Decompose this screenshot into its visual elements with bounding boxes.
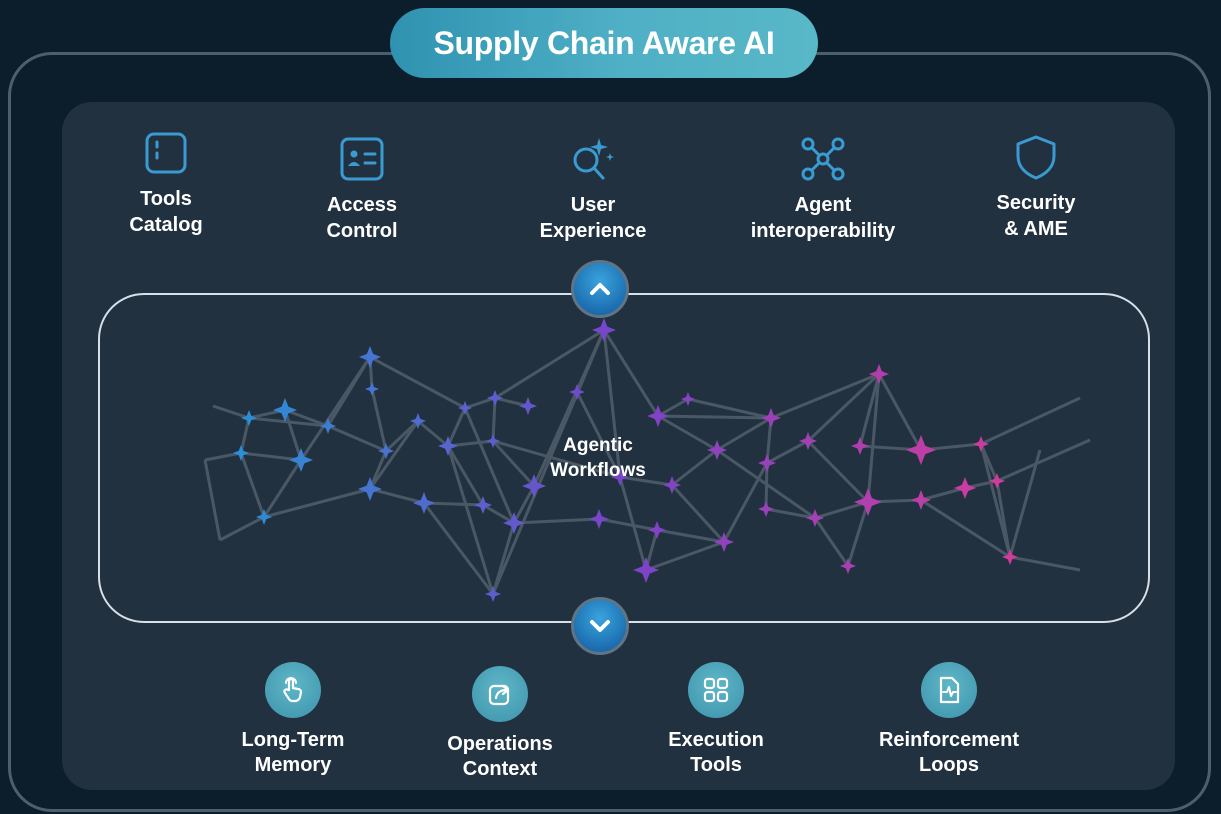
expand-down-button[interactable] — [571, 597, 629, 655]
center-label-line1: Agentic — [563, 435, 633, 456]
share-icon — [488, 684, 510, 706]
capability-label-line1: Execution — [668, 729, 764, 751]
capability-label-line2: Memory — [254, 754, 332, 776]
capability-label-line1: Security — [996, 192, 1076, 214]
capability-user-experience: User Experience — [503, 136, 683, 244]
title-banner: Supply Chain Aware AI — [390, 8, 818, 78]
capability-label-line1: Access — [326, 194, 398, 216]
touch-hand-icon — [283, 677, 303, 703]
capability-label-line2: Loops — [919, 754, 979, 776]
capability-long-term-memory: Long-Term Memory — [203, 662, 383, 778]
capability-label-line2: Control — [326, 220, 398, 242]
capability-agent-interoperability: Agent interoperability — [733, 136, 913, 244]
catalog-icon — [145, 132, 187, 174]
capability-label-line1: Tools — [140, 188, 192, 210]
capability-operations-context: Operations Context — [410, 666, 590, 782]
grid-apps-icon — [703, 677, 729, 703]
touch-hand-icon-badge — [265, 662, 321, 718]
capability-label-line1: User — [570, 194, 616, 216]
capability-label-line1: Long-Term — [241, 729, 345, 751]
center-label-line2: Workflows — [550, 460, 646, 481]
capability-label-line2: Tools — [690, 754, 742, 776]
capability-access-control: Access Control — [272, 136, 452, 244]
capability-label-line2: Context — [462, 758, 538, 780]
pulse-document-icon — [939, 676, 960, 704]
shield-icon — [1016, 135, 1056, 180]
capability-tools-catalog: Tools Catalog — [76, 130, 256, 238]
capability-label-line2: interoperability — [750, 220, 896, 242]
network-nodes-icon — [801, 137, 845, 181]
sparkle-search-icon — [573, 138, 614, 180]
title-text: Supply Chain Aware AI — [433, 24, 775, 61]
capability-label-line1: Reinforcement — [878, 729, 1020, 751]
chevron-down-icon — [590, 620, 610, 632]
capability-reinforcement-loops: Reinforcement Loops — [859, 662, 1039, 778]
capability-label-line1: Agent — [794, 194, 852, 216]
grid-apps-icon-badge — [688, 662, 744, 718]
capability-label-line2: Catalog — [129, 214, 203, 236]
pulse-document-icon-badge — [921, 662, 977, 718]
expand-up-button[interactable] — [571, 260, 629, 318]
capability-security-ame: Security & AME — [946, 134, 1126, 242]
capability-execution-tools: Execution Tools — [626, 662, 806, 778]
id-card-icon — [340, 137, 384, 181]
chevron-up-icon — [590, 283, 610, 295]
capability-label-line2: Experience — [539, 220, 647, 242]
share-icon-badge — [472, 666, 528, 722]
capability-label-line1: Operations — [447, 733, 553, 755]
agentic-workflows-label: Agentic Workflows — [520, 433, 676, 483]
capability-label-line2: & AME — [1004, 218, 1068, 240]
